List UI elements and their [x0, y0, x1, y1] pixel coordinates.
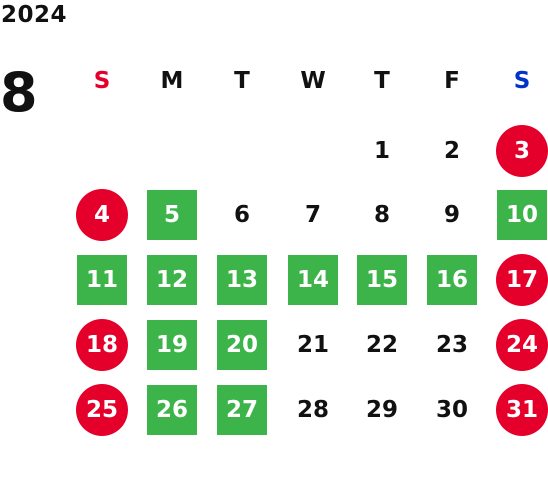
day-cell-23: 23: [435, 332, 468, 358]
weekday-label-wed: W: [300, 68, 326, 94]
day-cell-14: 14: [288, 255, 338, 305]
weekday-label-sat: S: [513, 68, 531, 94]
day-cell-8: 8: [373, 202, 390, 228]
day-cell-20: 20: [217, 320, 267, 370]
day-cell-18: 18: [76, 319, 128, 371]
day-cell-29: 29: [365, 397, 398, 423]
day-cell-27: 27: [217, 385, 267, 435]
day-cell-15: 15: [357, 255, 407, 305]
calendar-year: 2024: [1, 2, 68, 28]
day-cell-2: 2: [443, 138, 460, 164]
day-cell-13: 13: [217, 255, 267, 305]
day-cell-7: 7: [304, 202, 321, 228]
day-cell-30: 30: [435, 397, 468, 423]
day-cell-16: 16: [427, 255, 477, 305]
weekday-label-fri: F: [444, 68, 460, 94]
day-cell-6: 6: [233, 202, 250, 228]
weekday-label-tue: T: [234, 68, 250, 94]
day-cell-24: 24: [496, 319, 548, 371]
day-cell-28: 28: [296, 397, 329, 423]
day-cell-21: 21: [296, 332, 329, 358]
day-cell-1: 1: [373, 138, 390, 164]
day-cell-5: 5: [147, 190, 197, 240]
day-cell-4: 4: [76, 189, 128, 241]
day-cell-17: 17: [496, 254, 548, 306]
day-cell-26: 26: [147, 385, 197, 435]
day-cell-31: 31: [496, 384, 548, 436]
day-cell-25: 25: [76, 384, 128, 436]
day-cell-9: 9: [443, 202, 460, 228]
day-cell-19: 19: [147, 320, 197, 370]
day-cell-12: 12: [147, 255, 197, 305]
day-cell-10: 10: [497, 190, 547, 240]
weekday-label-thu: T: [374, 68, 390, 94]
weekday-label-mon: M: [160, 68, 184, 94]
day-cell-22: 22: [365, 332, 398, 358]
day-cell-11: 11: [77, 255, 127, 305]
day-cell-3: 3: [496, 125, 548, 177]
calendar-month: 8: [0, 61, 38, 124]
weekday-label-sun: S: [93, 68, 111, 94]
